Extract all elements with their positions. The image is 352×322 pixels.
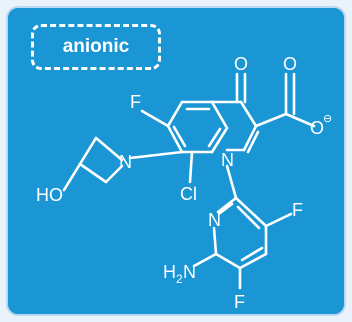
amino-nitrogen-label: N (183, 262, 196, 282)
bond-double (246, 130, 260, 154)
acid-oxygen-double-label: O (283, 54, 297, 74)
bond (78, 136, 98, 166)
acid-oxygen-single-label: O (310, 118, 324, 138)
bond (188, 150, 194, 184)
structure-diagram: F O O O ⊖ N N HO Cl N F H 2 N F (36, 54, 332, 312)
fluoro-pyridine-right-label: F (292, 200, 303, 220)
bond (78, 162, 108, 184)
bond (210, 100, 229, 130)
atom-labels: F O O O ⊖ N N HO Cl N F H 2 N F (36, 54, 332, 312)
bond (140, 109, 170, 128)
amino-hydrogen-label: H (163, 262, 176, 282)
bond (234, 196, 268, 228)
bond (210, 126, 229, 154)
bond (238, 252, 268, 270)
bond (239, 100, 258, 128)
pyridine-nitrogen-label: N (208, 210, 221, 230)
keto-oxygen-label: O (234, 54, 248, 74)
bond (225, 164, 238, 200)
bond (254, 112, 288, 128)
azetidine-nitrogen-label: N (119, 152, 132, 172)
negative-charge-label: ⊖ (323, 113, 332, 125)
molecule-panel: anionic (6, 6, 346, 316)
bond-double (207, 127, 222, 148)
bond-double (236, 205, 261, 230)
anionic-tag: anionic (31, 24, 161, 70)
bond-double (240, 246, 264, 262)
bond (284, 112, 316, 128)
fluoro-top-label: F (130, 92, 141, 112)
bond (166, 124, 184, 154)
bond (192, 252, 218, 268)
fluoro-pyridine-bottom-label: F (234, 292, 245, 312)
bond (212, 226, 218, 256)
bond (104, 164, 124, 184)
bonds (62, 72, 316, 290)
bond-double (172, 125, 187, 148)
bond (62, 162, 82, 192)
quinolone-nitrogen-label: N (221, 150, 234, 170)
bond (166, 100, 184, 128)
bond (264, 212, 293, 228)
bond (128, 150, 184, 160)
chloro-label: Cl (180, 184, 197, 204)
bond (214, 252, 242, 270)
bond (242, 124, 258, 152)
bond (216, 196, 238, 214)
hydroxyl-label: HO (36, 185, 63, 205)
amino-subscript-label: 2 (176, 272, 183, 286)
bond (94, 136, 124, 162)
bond-double (218, 202, 234, 215)
